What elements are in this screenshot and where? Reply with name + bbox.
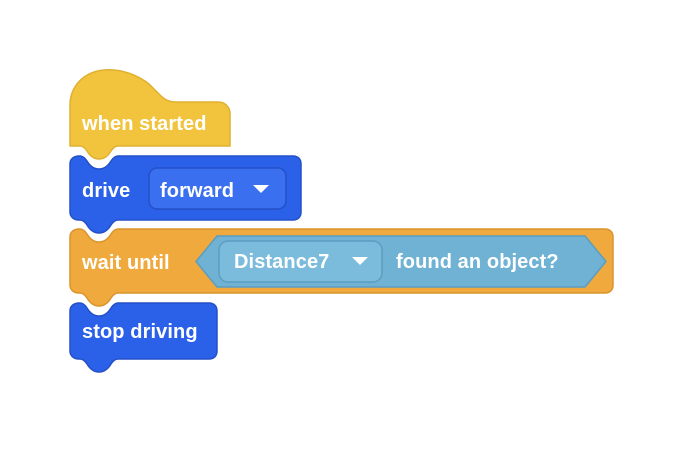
wait-until-label: wait until — [82, 252, 170, 274]
chevron-down-icon[interactable] — [352, 257, 368, 265]
drive-label: drive — [82, 180, 131, 202]
stop-driving-block-shape[interactable] — [69, 302, 218, 373]
direction-dropdown-value[interactable]: forward — [160, 180, 235, 202]
found-an-object-label: found an object? — [396, 251, 559, 273]
direction-dropdown-shape[interactable] — [148, 167, 287, 210]
when-started-block-shape[interactable] — [69, 69, 231, 160]
when-started-label: when started — [82, 113, 207, 135]
sensor-dropdown-shape[interactable] — [218, 240, 383, 283]
sensor-dropdown-value[interactable]: Distance7 — [234, 251, 330, 273]
stop-driving-label: stop driving — [82, 321, 198, 343]
chevron-down-icon[interactable] — [253, 185, 269, 193]
